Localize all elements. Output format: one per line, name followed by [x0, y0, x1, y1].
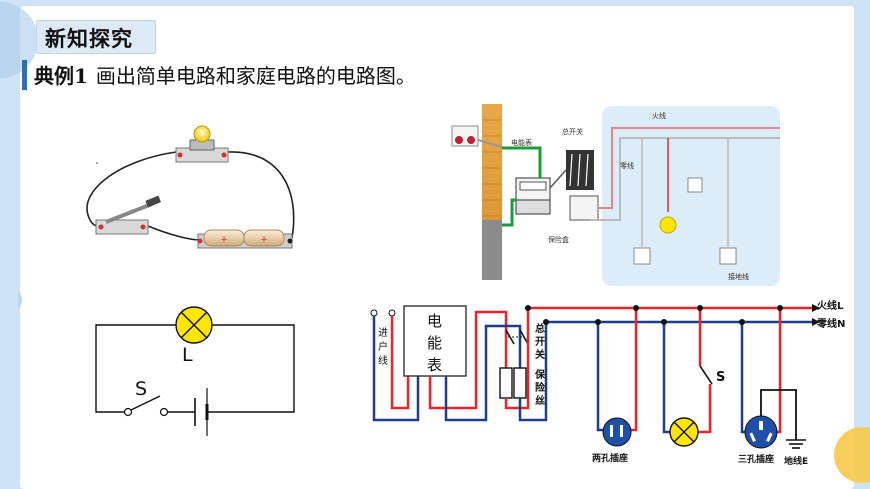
- entry-wire-char-3: 线: [378, 354, 388, 367]
- lamp-label: L: [182, 344, 193, 366]
- example-heading: 典例1 画出简单电路和家庭电路的电路图。: [34, 60, 416, 89]
- entry-wire-char-2: 户: [378, 340, 388, 353]
- svg-text:+: +: [220, 235, 228, 245]
- example-text: 画出简单电路和家庭电路的电路图。: [95, 64, 416, 88]
- lamp-holder-image: [175, 125, 229, 163]
- simple-circuit-schematic: L S: [95, 306, 295, 436]
- entry-wire-char-1: 进: [378, 327, 388, 339]
- section-tag-text: 新知探究: [45, 27, 133, 51]
- switch-label: S: [135, 378, 147, 400]
- accent-bar: [22, 60, 27, 90]
- main-switch-char-2: 开: [535, 336, 545, 348]
- branch-switch-symbol: [699, 365, 713, 385]
- ground-wire-label: 地线E: [784, 455, 808, 467]
- meter-char-1: 电: [427, 312, 442, 330]
- switch-symbol: [123, 395, 169, 417]
- two-hole-socket-symbol: [602, 417, 632, 447]
- meter-char-3: 表: [427, 356, 442, 374]
- physical-circuit-illustration: + +: [86, 125, 295, 249]
- meter-char-2: 能: [427, 334, 442, 352]
- live-wire-label: 火线L: [817, 299, 844, 312]
- photo-meter-label: 电能表: [511, 138, 532, 147]
- knife-switch-image: [95, 195, 161, 235]
- three-hole-socket-symbol: [744, 415, 778, 449]
- household-circuit-schematic: 火线L 零线N 进 户 线 电 能 表 总 开 关 保 险 丝 S 两孔插座 三…: [370, 299, 845, 467]
- photo-ground-label: 接地线: [728, 272, 749, 281]
- branch-switch-label: S: [716, 370, 725, 385]
- battery-symbol: [194, 388, 209, 436]
- photo-fuse-label: 保险盒: [548, 235, 569, 244]
- fuse-char-3: 丝: [535, 394, 545, 407]
- battery-box-image: + +: [197, 229, 293, 249]
- main-switch-char-3: 关: [535, 348, 545, 361]
- fuse-char-2: 险: [535, 381, 546, 394]
- fuse-char-1: 保: [534, 368, 546, 381]
- branch-lamp-symbol: [669, 417, 699, 447]
- meter-box: [403, 305, 467, 377]
- household-wiring-illustration: 电能表 总开关 保险盒 火线 零线 接地线: [451, 104, 780, 286]
- section-tag: 新知探究: [36, 20, 156, 54]
- neutral-wire-label: 零线N: [816, 317, 845, 330]
- ground-symbol: [786, 439, 806, 449]
- photo-neutral-label: 零线: [620, 161, 634, 170]
- svg-text:+: +: [260, 235, 268, 245]
- example-number: 典例1: [34, 64, 88, 88]
- two-hole-socket-label: 两孔插座: [592, 452, 628, 464]
- photo-live-label: 火线: [652, 111, 666, 120]
- photo-switch-label: 总开关: [562, 127, 583, 136]
- lamp-symbol: [175, 306, 213, 344]
- three-hole-socket-label: 三孔插座: [738, 453, 774, 465]
- main-switch-char-1: 总: [535, 322, 545, 335]
